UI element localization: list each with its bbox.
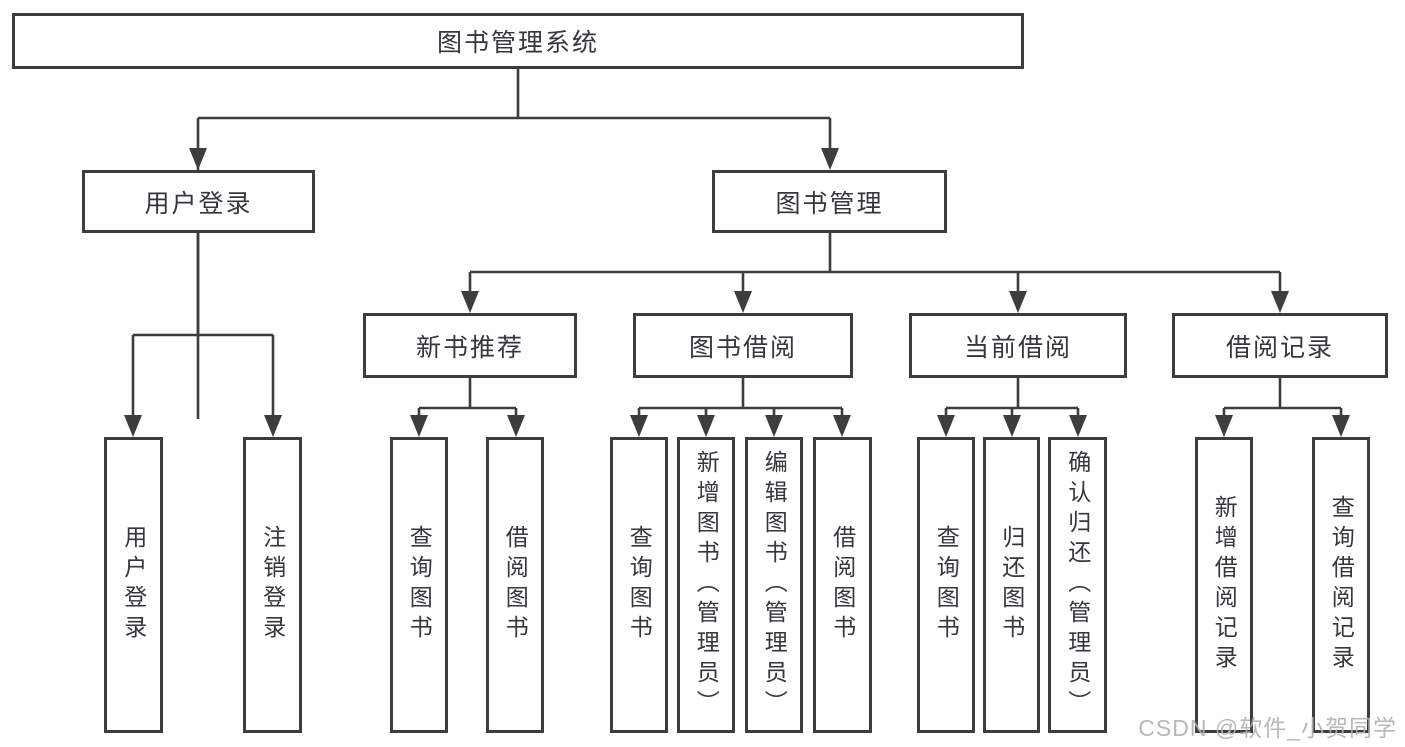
node-book-management-label: 图书管理 [775,189,884,218]
node-user-login: 用户登录 [82,170,315,233]
arrowhead [630,415,648,437]
arrowhead [1003,415,1021,437]
arrowhead [264,415,282,437]
connector-book-borrow [637,378,844,419]
node-book-borrow: 图书借阅 [633,313,853,378]
leaf-borrow-query-book-label: 查询图书 [626,525,653,645]
arrowheads [124,148,1350,437]
arrowhead [833,415,851,437]
node-book-borrow-label: 图书借阅 [688,333,797,362]
arrowhead [507,415,525,437]
connector-user-login [131,233,275,419]
node-current-borrow: 当前借阅 [909,313,1127,378]
arrowhead [189,148,207,170]
leaf-records-add: 新增借阅记录 [1195,437,1253,733]
leaf-borrow-borrow-book-label: 借阅图书 [829,525,856,645]
node-borrow-records: 借阅记录 [1172,313,1388,378]
arrowhead [1069,415,1087,437]
leaf-recommend-borrow-book-label: 借阅图书 [502,525,529,645]
arrowhead [734,291,752,313]
connector-book-management [468,233,1282,295]
leaf-recommend-query-book-label: 查询图书 [406,525,433,645]
node-current-borrow-label: 当前借阅 [963,333,1072,362]
arrowhead [461,291,479,313]
arrowhead [1271,291,1289,313]
leaf-recommend-query-book: 查询图书 [390,437,448,733]
leaf-current-query-book-label: 查询图书 [933,525,960,645]
node-new-book-recommend-label: 新书推荐 [415,333,524,362]
node-user-login-label: 用户登录 [144,189,253,218]
leaf-records-add-label: 新增借阅记录 [1211,495,1238,675]
leaf-borrow-add-book: 新增图书（管理员） [677,437,735,733]
connector-current-borrow [944,378,1080,419]
leaf-user-login: 用户登录 [104,437,163,733]
arrowhead [765,415,783,437]
node-root-label: 图书管理系统 [436,29,599,57]
leaf-current-return-book: 归还图书 [983,437,1040,733]
leaf-current-confirm-return: 确认归还（管理员） [1048,437,1107,733]
node-root: 图书管理系统 [12,13,1024,69]
connector-root [196,69,832,419]
leaf-borrow-add-book-label: 新增图书（管理员） [693,450,720,720]
leaf-records-query: 查询借阅记录 [1312,437,1370,733]
leaf-records-query-label: 查询借阅记录 [1328,495,1355,675]
arrowhead [410,415,428,437]
leaf-borrow-borrow-book: 借阅图书 [813,437,872,733]
csdn-watermark: CSDN @软件_小贺同学 [1138,715,1397,741]
node-book-management: 图书管理 [712,170,947,233]
arrowhead [821,148,839,170]
leaf-borrow-edit-book: 编辑图书（管理员） [745,437,803,733]
arrowhead [1009,291,1027,313]
leaf-logout: 注销登录 [243,437,302,733]
leaf-current-query-book: 查询图书 [917,437,975,733]
leaf-logout-label: 注销登录 [259,525,286,645]
arrowhead [937,415,955,437]
leaf-user-login-label: 用户登录 [120,525,147,645]
arrowhead [1332,415,1350,437]
leaf-borrow-query-book: 查询图书 [610,437,668,733]
leaf-current-confirm-return-label: 确认归还（管理员） [1064,450,1091,720]
node-new-book-recommend: 新书推荐 [363,313,577,378]
arrowhead [697,415,715,437]
leaf-current-return-book-label: 归还图书 [998,525,1025,645]
connector-new-book [417,378,518,419]
arrowhead [1215,415,1233,437]
leaf-recommend-borrow-book: 借阅图书 [486,437,544,733]
connector-borrow-records [1222,378,1343,419]
arrowhead [124,415,142,437]
leaf-borrow-edit-book-label: 编辑图书（管理员） [761,450,788,720]
node-borrow-records-label: 借阅记录 [1225,333,1334,362]
